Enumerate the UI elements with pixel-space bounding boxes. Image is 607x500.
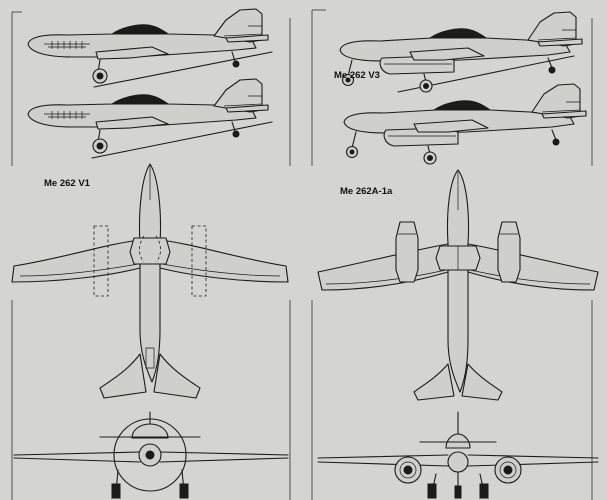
front-view-v1 (13, 411, 289, 499)
panel-frames (11, 9, 593, 500)
label-me262a-1a: Me 262A-1a (340, 186, 393, 197)
plan-view-v1 (11, 163, 289, 399)
label-me262-v1: Me 262 V1 (44, 178, 90, 189)
front-view-a1a (317, 411, 599, 499)
side-view-v1-upper (27, 8, 269, 84)
side-view-v1-lower (27, 78, 269, 154)
side-view-a1a (343, 83, 587, 165)
plan-view-a1a (317, 169, 599, 401)
label-me262-v3: Me 262 V3 (334, 70, 380, 81)
